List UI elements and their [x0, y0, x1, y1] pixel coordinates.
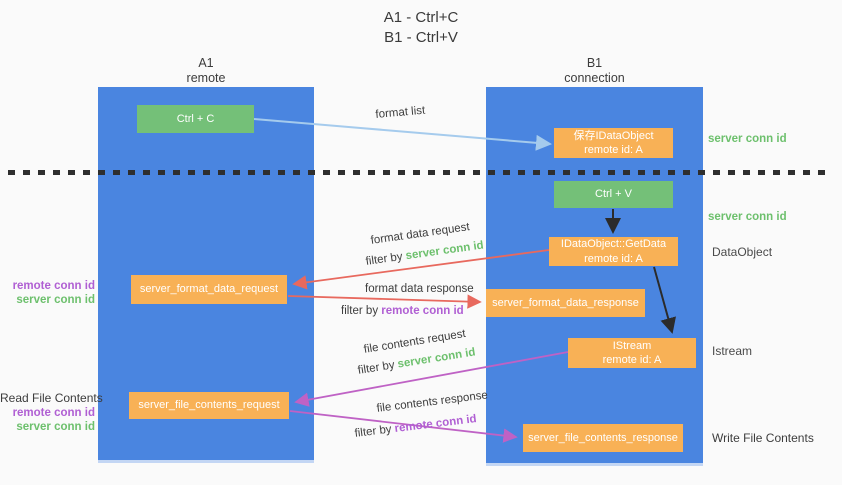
node-server-format-data-response: server_format_data_response	[486, 289, 645, 317]
server-conn-id-label-mid: server conn id	[708, 211, 787, 223]
filter-by-text: filter by	[357, 358, 399, 377]
upper-left-conn-labels: remote conn id server conn id	[0, 279, 95, 308]
remote-conn-id-text: remote conn id	[381, 305, 464, 317]
server-conn-id-label: server conn id	[16, 421, 95, 434]
node-server-file-contents-request-label: server_file_contents_request	[138, 399, 280, 412]
node-istream: IStream remote id: A	[568, 338, 696, 368]
format-list-label: format list	[375, 104, 426, 121]
dataobject-label: DataObject	[712, 245, 773, 259]
istream-label: Istream	[712, 344, 753, 358]
node-istream-line2: remote id: A	[602, 354, 662, 366]
remote-conn-id-label: remote conn id	[12, 280, 95, 292]
node-idataobject-getdata-line2: remote id: A	[584, 252, 643, 265]
server-conn-id-text: server conn id	[404, 239, 485, 263]
server-conn-id-text: server conn id	[396, 346, 477, 371]
node-istream-line1: IStream	[612, 339, 652, 352]
title-line-a1: A1 - Ctrl+C	[383, 9, 459, 26]
file-contents-response-filter-label: filter by remote conn id	[354, 413, 477, 440]
node-server-format-data-response-label: server_format_data_response	[492, 296, 639, 309]
machine-separator-dashed-line	[8, 170, 826, 175]
node-idataobject-getdata-line1: IDataObject::GetData	[560, 238, 667, 251]
node-server-format-data-request: server_format_data_request	[131, 275, 287, 304]
node-ctrl-c: Ctrl + C	[137, 105, 254, 133]
read-file-contents-label: Read File Contents	[0, 391, 103, 405]
server-conn-id-label-top: server conn id	[708, 133, 787, 145]
read-file-contents-block: Read File Contents remote conn id server…	[0, 391, 103, 435]
lane-a1-type: remote	[186, 71, 226, 85]
format-data-response-label: format data response	[365, 283, 474, 295]
diagram-title: A1 - Ctrl+C B1 - Ctrl+V	[0, 8, 842, 49]
node-server-file-contents-request: server_file_contents_request	[129, 392, 289, 419]
node-server-format-data-request-label: server_format_data_request	[139, 283, 279, 296]
format-data-response-arrow	[287, 294, 482, 309]
write-file-contents-label: Write File Contents	[712, 431, 814, 445]
filter-by-text: filter by	[365, 250, 407, 268]
node-ctrl-v-label: Ctrl + V	[595, 188, 632, 201]
node-save-idataobject-line2: remote id: A	[584, 144, 643, 156]
node-idataobject-getdata: IDataObject::GetData remote id: A	[549, 237, 678, 266]
lane-b1-name: B1	[586, 56, 603, 70]
node-ctrl-v: Ctrl + V	[554, 181, 673, 208]
node-save-idataobject-line1: 保存IDataObject	[573, 129, 654, 142]
node-save-idataobject: 保存IDataObject remote id: A	[554, 128, 673, 158]
filter-by-text: filter by	[341, 305, 382, 317]
node-server-file-contents-response-label: server_file_contents_response	[528, 431, 678, 444]
remote-conn-id-label: remote conn id	[12, 407, 95, 419]
node-ctrl-c-label: Ctrl + C	[176, 112, 215, 125]
filter-by-text: filter by	[354, 423, 396, 440]
lane-a1-name: A1	[198, 56, 214, 70]
remote-conn-id-text: remote conn id	[393, 413, 478, 436]
format-data-response-filter-label: filter by remote conn id	[341, 305, 464, 317]
server-conn-id-label: server conn id	[16, 294, 95, 307]
lane-b1-type: connection	[564, 71, 625, 85]
lane-b1-header: B1 connection	[486, 56, 703, 86]
lane-a1-header: A1 remote	[98, 56, 314, 86]
node-server-file-contents-response: server_file_contents_response	[523, 424, 683, 452]
title-line-b1: B1 - Ctrl+V	[384, 29, 458, 47]
file-contents-response-label: file contents response	[376, 389, 489, 415]
